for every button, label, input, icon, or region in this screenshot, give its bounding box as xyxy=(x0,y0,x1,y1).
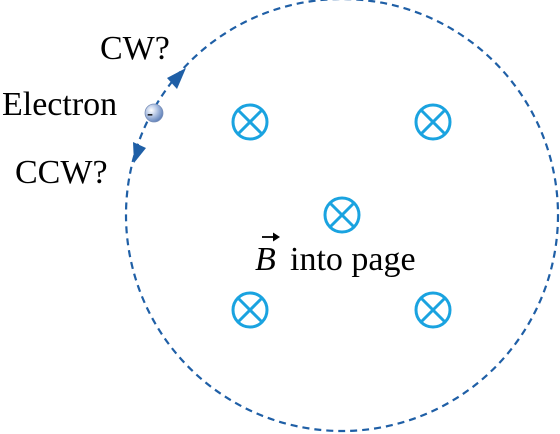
cw-label: CW? xyxy=(100,30,170,67)
electron-charge-label: - xyxy=(147,103,153,123)
field-into-page-icon xyxy=(323,196,361,234)
field-text-label: into page xyxy=(290,241,416,278)
cw-arrow-icon xyxy=(167,68,186,89)
vector-arrow-icon xyxy=(262,232,280,242)
electron-icon xyxy=(144,103,164,123)
field-into-page-icon xyxy=(414,103,452,141)
field-into-page-icon xyxy=(231,103,269,141)
ccw-label: CCW? xyxy=(15,154,108,191)
electron-label: Electron xyxy=(2,86,117,123)
ccw-arrow-icon xyxy=(133,142,146,163)
field-into-page-icon xyxy=(231,291,269,329)
field-into-page-icon xyxy=(414,291,452,329)
orbit-circle xyxy=(124,0,560,433)
field-symbol-label: B xyxy=(255,241,276,278)
